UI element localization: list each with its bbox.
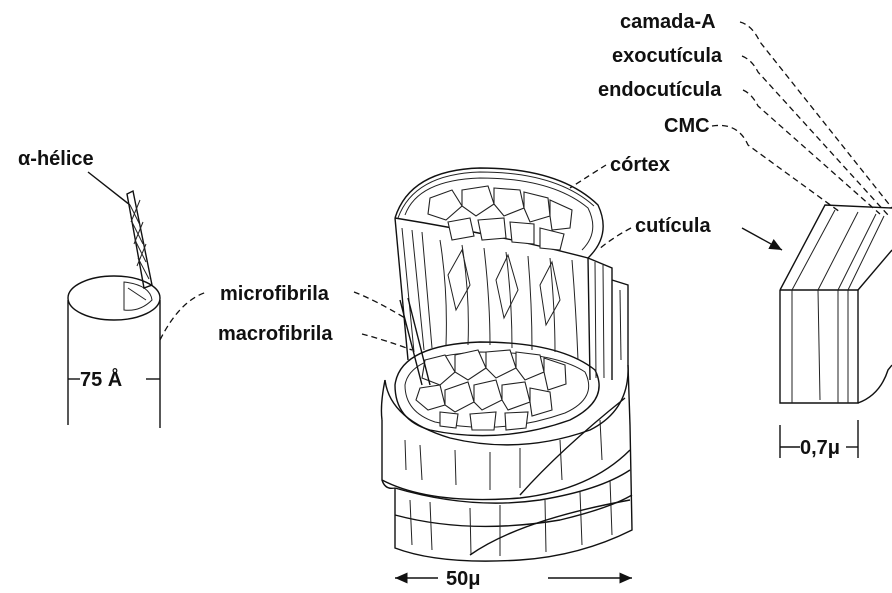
- layer-a-label: camada-A: [620, 11, 716, 33]
- fiber-width-label: 50μ: [446, 568, 480, 590]
- diameter-dimension: 75 Å: [68, 367, 160, 391]
- microfibril-label: microfibrila: [220, 283, 330, 305]
- alpha-helix-strand: [127, 191, 152, 288]
- cortex-label: córtex: [610, 154, 670, 176]
- cuticle-thickness-dimension: 0,7μ: [780, 420, 858, 459]
- macrofibril-label: macrofibrila: [218, 323, 333, 345]
- cmc-label: CMC: [664, 115, 710, 137]
- exocuticle-label: exocutícula: [612, 45, 723, 67]
- angstrom-label: 75 Å: [80, 367, 122, 391]
- hair-fiber-block: [381, 168, 632, 561]
- endocuticle-label: endocutícula: [598, 79, 722, 101]
- cuticle-label: cutícula: [635, 215, 711, 237]
- cuticle-thickness-label: 0,7μ: [800, 437, 840, 459]
- alpha-helix-label: α-hélice: [18, 148, 94, 170]
- microfibril-cylinder: [68, 276, 160, 428]
- cuticle-layer-block: [780, 205, 892, 403]
- fiber-width-dimension: 50μ: [395, 568, 632, 590]
